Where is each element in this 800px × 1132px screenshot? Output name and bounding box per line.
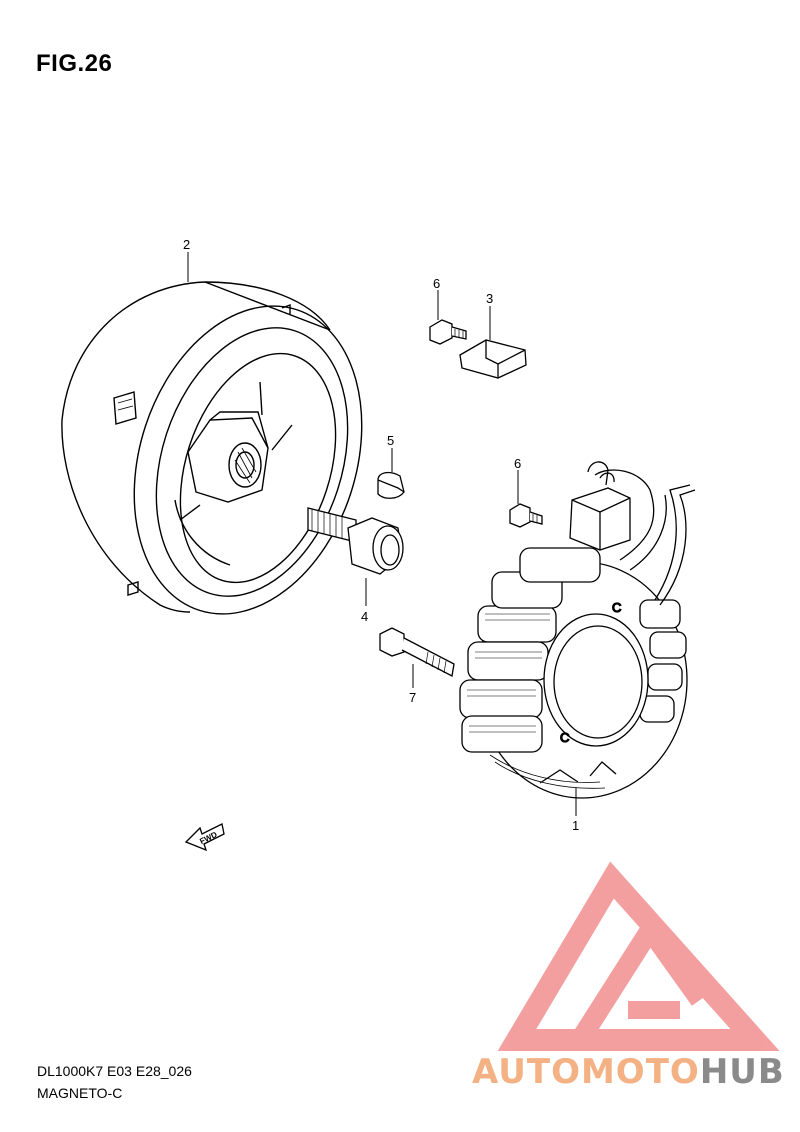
clamp-part	[459, 339, 527, 379]
rotor-part	[61, 281, 363, 615]
watermark-text-part2: HUB	[700, 1052, 785, 1092]
callout-pin-bolt: 7	[409, 690, 416, 705]
key-part	[377, 471, 405, 499]
svg-text:C: C	[560, 730, 569, 745]
model-code: DL1000K7 E03 E28_026	[37, 1063, 192, 1079]
watermark-logo	[497, 861, 780, 1051]
callout-bolt: 4	[361, 609, 368, 624]
section-name: MAGNETO-C	[37, 1085, 123, 1101]
pin-bolt-part	[379, 627, 455, 677]
callout-rotor: 2	[183, 237, 190, 252]
callout-key: 5	[387, 433, 394, 448]
watermark-text: AUTOMOTOHUB	[472, 1052, 785, 1092]
watermark-text-part1: AUTOMOTO	[472, 1052, 700, 1092]
leader-lines	[187, 252, 577, 816]
screw-part-upper	[429, 319, 467, 345]
svg-text:C: C	[612, 600, 621, 615]
callout-stator: 1	[572, 818, 579, 833]
callout-clamp: 3	[486, 291, 493, 306]
figure-title: FIG.26	[36, 50, 113, 77]
callout-screw-upper: 6	[433, 276, 440, 291]
bolt-part	[307, 507, 404, 575]
forward-arrow-icon: FWD	[184, 823, 225, 852]
stator-part: C C	[459, 461, 696, 799]
callout-screw-lower: 6	[514, 456, 521, 471]
screw-part-lower	[509, 503, 543, 528]
